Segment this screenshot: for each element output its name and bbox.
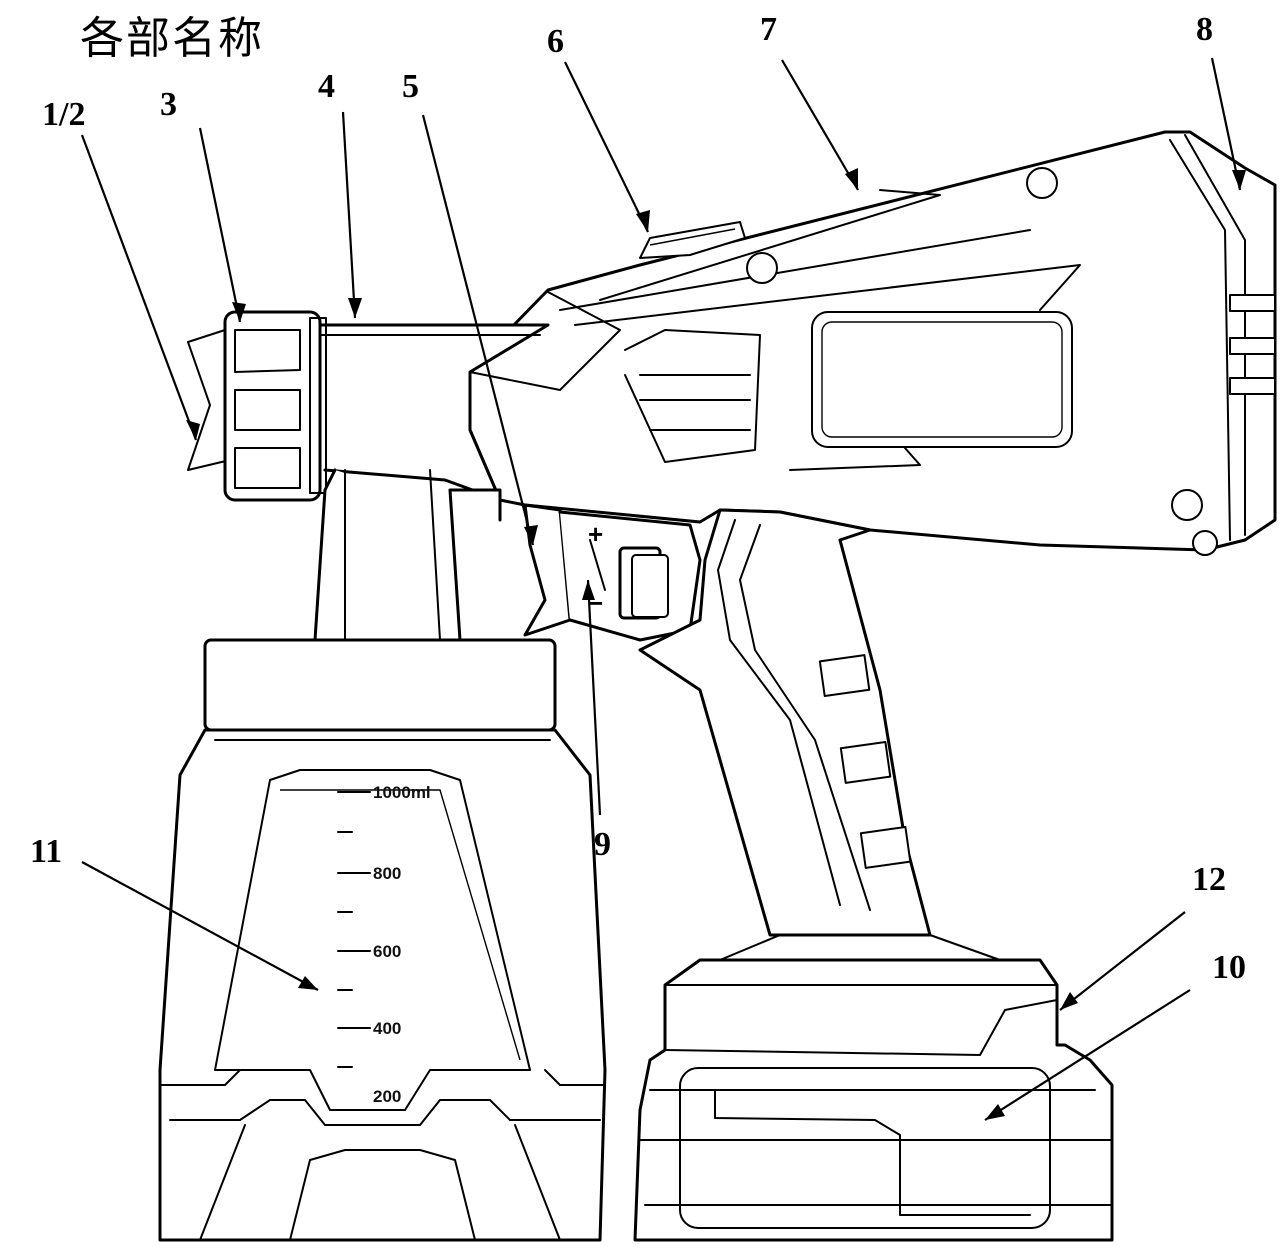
callout-8: 8 (1196, 11, 1213, 48)
scale-label-600: 600 (373, 942, 401, 961)
page-title: 各部名称 (80, 13, 264, 64)
trigger-assembly: + − (523, 503, 702, 642)
scale-label-200: 200 (373, 1087, 401, 1106)
callout-10: 10 (1212, 949, 1246, 986)
callout-1-2: 1/2 (42, 96, 85, 133)
nozzle-cap (187, 310, 327, 502)
callout-4: 4 (318, 68, 335, 105)
trigger-plus-mark: + (588, 519, 603, 549)
battery-pack (633, 934, 1114, 1242)
callout-3: 3 (160, 86, 177, 123)
paint-container: 1000ml 800 600 400 200 (158, 638, 607, 1242)
gun-body (468, 130, 1277, 556)
pump-column (313, 468, 502, 642)
nozzle-tube (318, 323, 550, 502)
leader-lines (80, 57, 1246, 1121)
callout-5: 5 (402, 68, 419, 105)
callout-9: 9 (594, 826, 611, 863)
callout-7: 7 (760, 11, 777, 48)
scale-label-1000ml: 1000ml (373, 783, 431, 802)
callout-12: 12 (1192, 861, 1226, 898)
callout-11: 11 (30, 833, 62, 870)
callout-6: 6 (547, 23, 564, 60)
scale-label-400: 400 (373, 1019, 401, 1038)
callout-labels: 1/2 3 4 5 6 7 8 9 10 11 12 (30, 11, 1246, 986)
scale-label-800: 800 (373, 864, 401, 883)
